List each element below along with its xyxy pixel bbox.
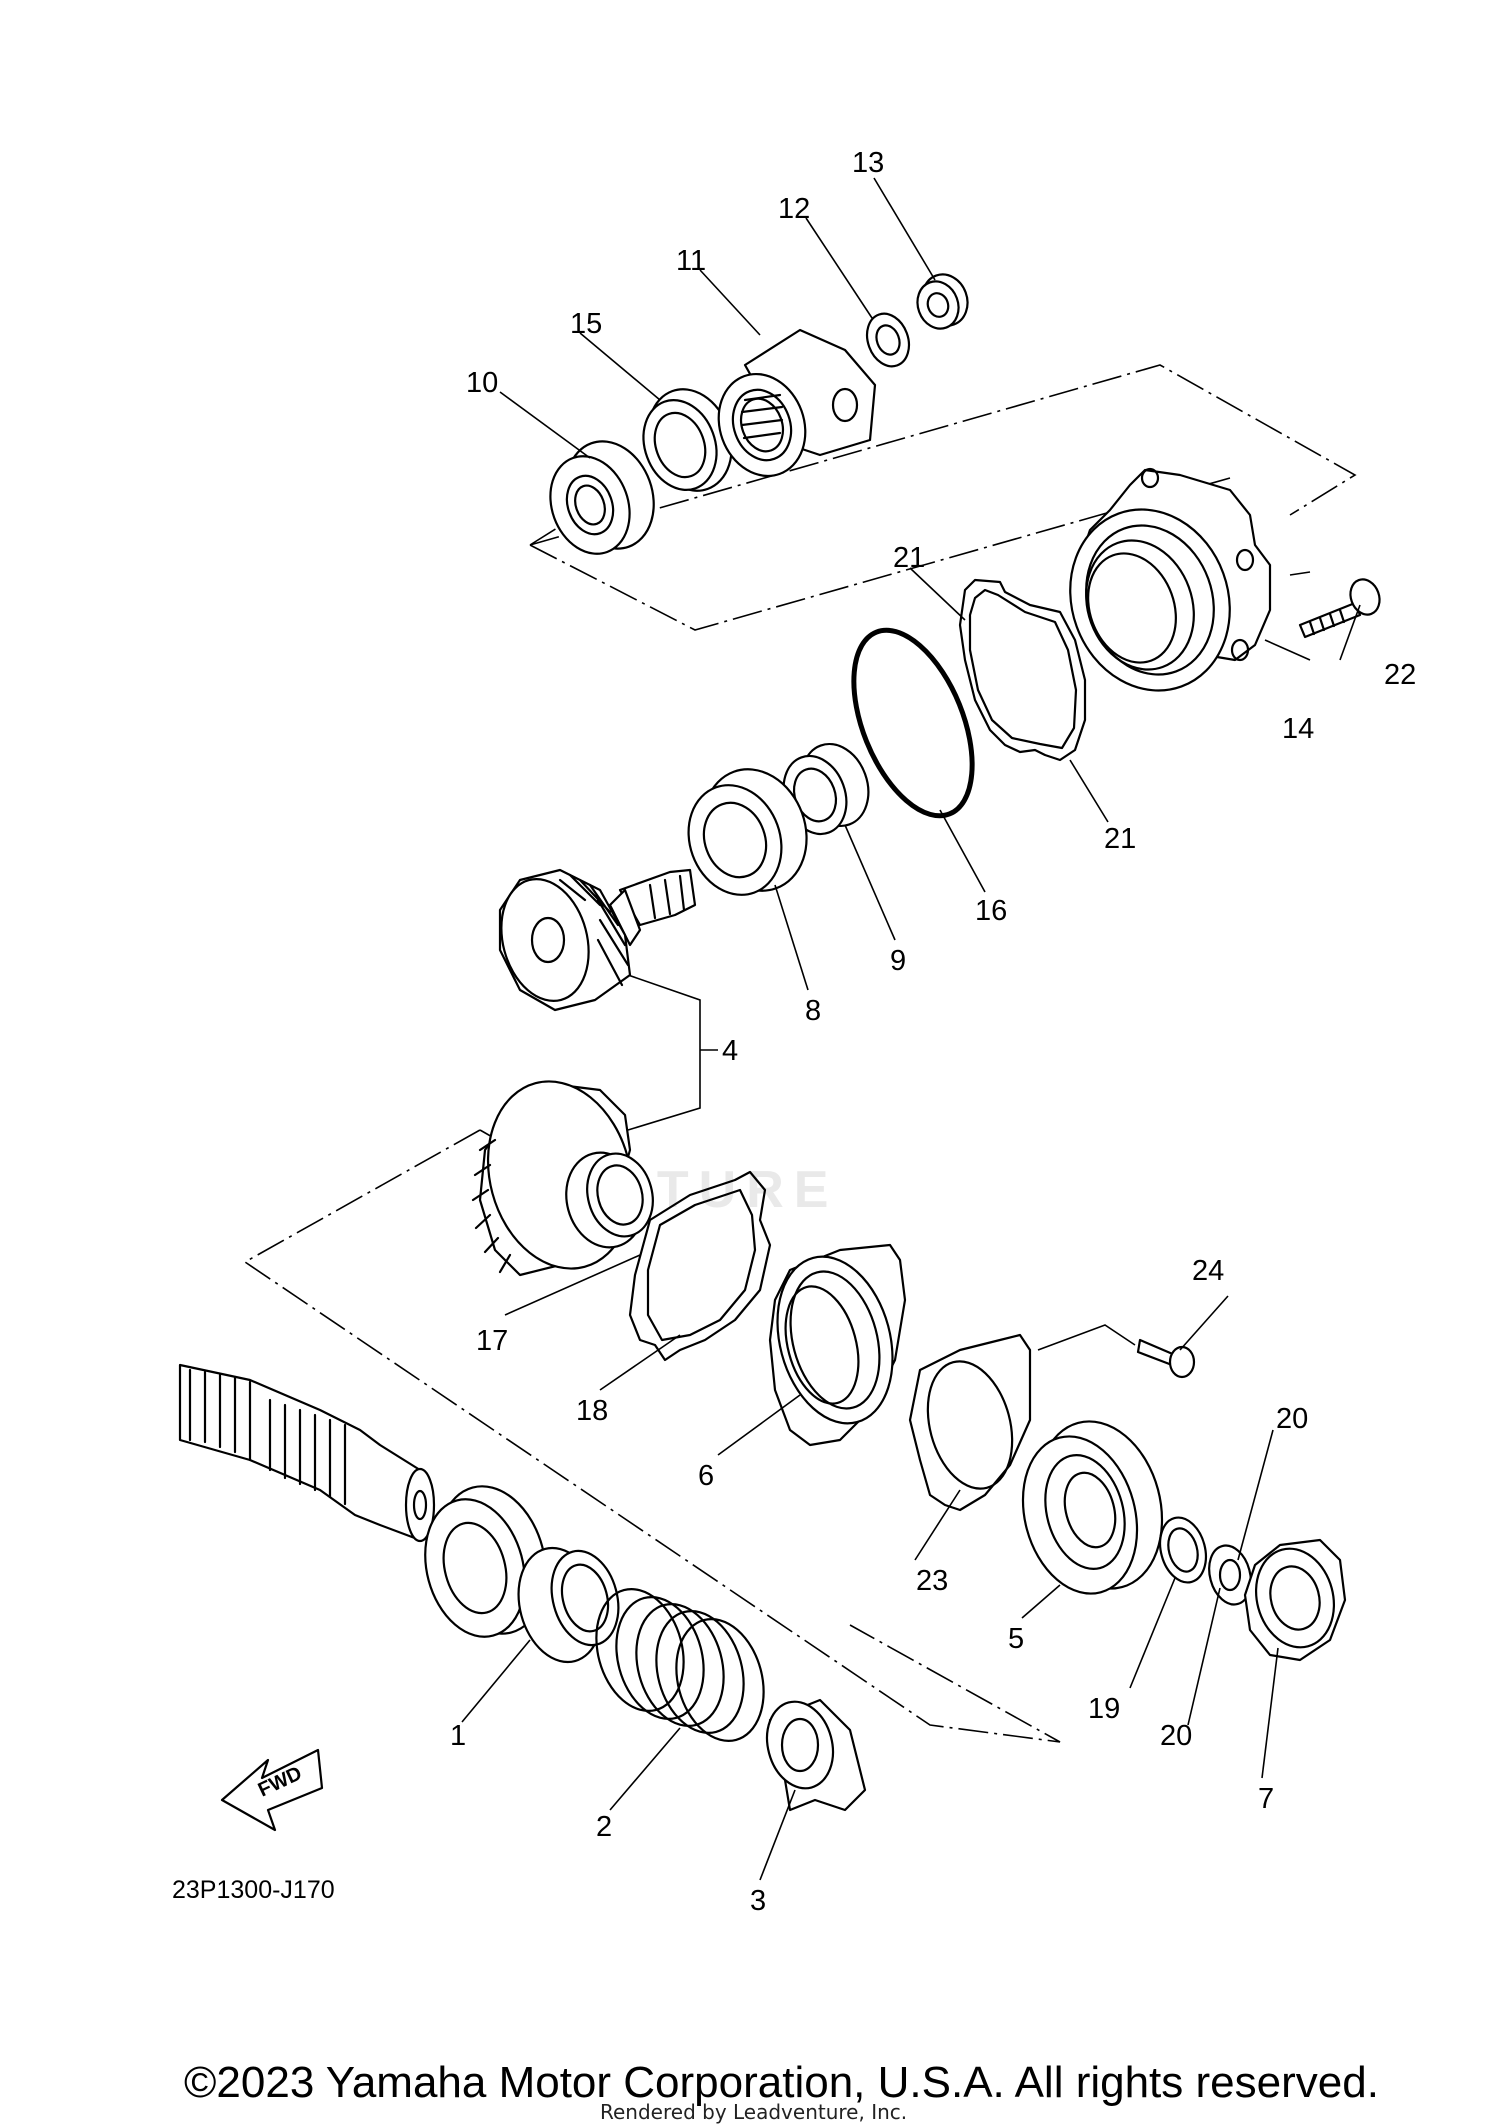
callout-12: 12 xyxy=(778,193,810,225)
callout-20-bottom: 20 xyxy=(1160,1720,1192,1752)
callout-24: 24 xyxy=(1192,1255,1224,1287)
callout-16: 16 xyxy=(975,895,1007,927)
part-8-bearing xyxy=(687,768,808,896)
part-21-shim xyxy=(958,578,1087,762)
callout-1: 1 xyxy=(450,1720,466,1752)
part-shaft-bearing xyxy=(424,1485,547,1638)
callout-21-top: 21 xyxy=(893,542,925,574)
callout-8: 8 xyxy=(805,995,821,1027)
bracket-4 xyxy=(627,974,718,1131)
part-22-bolt xyxy=(1298,578,1381,639)
callout-14: 14 xyxy=(1282,713,1314,745)
part-19-washer xyxy=(1158,1516,1208,1584)
part-18-gasket xyxy=(628,1170,772,1362)
callout-18: 18 xyxy=(576,1395,608,1427)
callout-5: 5 xyxy=(1008,1623,1024,1655)
part-5-bearing xyxy=(1021,1420,1164,1595)
part-13-nut xyxy=(916,273,969,330)
callout-13: 13 xyxy=(852,147,884,179)
part-23-gasket xyxy=(908,1333,1032,1512)
part-drive-shaft xyxy=(178,1363,436,1543)
callout-4: 4 xyxy=(722,1035,738,1067)
part-10-bearing xyxy=(549,440,655,555)
callout-15: 15 xyxy=(570,308,602,340)
callout-11: 11 xyxy=(676,245,706,277)
callout-22: 22 xyxy=(1384,659,1416,691)
callout-3: 3 xyxy=(750,1885,766,1917)
part-2-spring xyxy=(595,1588,765,1742)
part-11-universal-joint-yoke xyxy=(717,328,877,478)
part-14-bearing-housing xyxy=(1069,467,1272,692)
callout-20-top: 20 xyxy=(1276,1403,1308,1435)
callout-2: 2 xyxy=(596,1811,612,1843)
callout-9: 9 xyxy=(890,945,906,977)
part-6-bearing-retainer xyxy=(768,1243,907,1447)
part-12-washer xyxy=(865,312,911,368)
part-24-bolt xyxy=(1136,1338,1196,1379)
rendered-by-note: Rendered by Leadventure, Inc. xyxy=(600,2100,908,2124)
leader-lines xyxy=(461,177,1361,1881)
callout-21-bottom: 21 xyxy=(1104,823,1136,855)
callout-7: 7 xyxy=(1258,1783,1274,1815)
callout-10: 10 xyxy=(466,367,498,399)
part-3-coupling xyxy=(765,1698,867,1812)
fwd-arrow-icon: FWD xyxy=(220,1748,324,1832)
copyright-notice: ©2023 Yamaha Motor Corporation, U.S.A. A… xyxy=(184,2058,1379,2107)
part-16-o-ring xyxy=(851,627,975,819)
callout-19: 19 xyxy=(1088,1693,1120,1725)
callout-17: 17 xyxy=(476,1325,508,1357)
group-frame-upper xyxy=(529,364,1357,631)
part-15-oil-seal xyxy=(642,388,733,492)
callout-23: 23 xyxy=(916,1565,948,1597)
part-4-drive-pinion-gear xyxy=(498,868,697,1012)
diagram-reference-code: 23P1300-J170 xyxy=(172,1876,335,1904)
callout-6: 6 xyxy=(698,1460,714,1492)
part-7-nut xyxy=(1243,1538,1347,1662)
part-4-ring-gear xyxy=(471,1080,654,1277)
